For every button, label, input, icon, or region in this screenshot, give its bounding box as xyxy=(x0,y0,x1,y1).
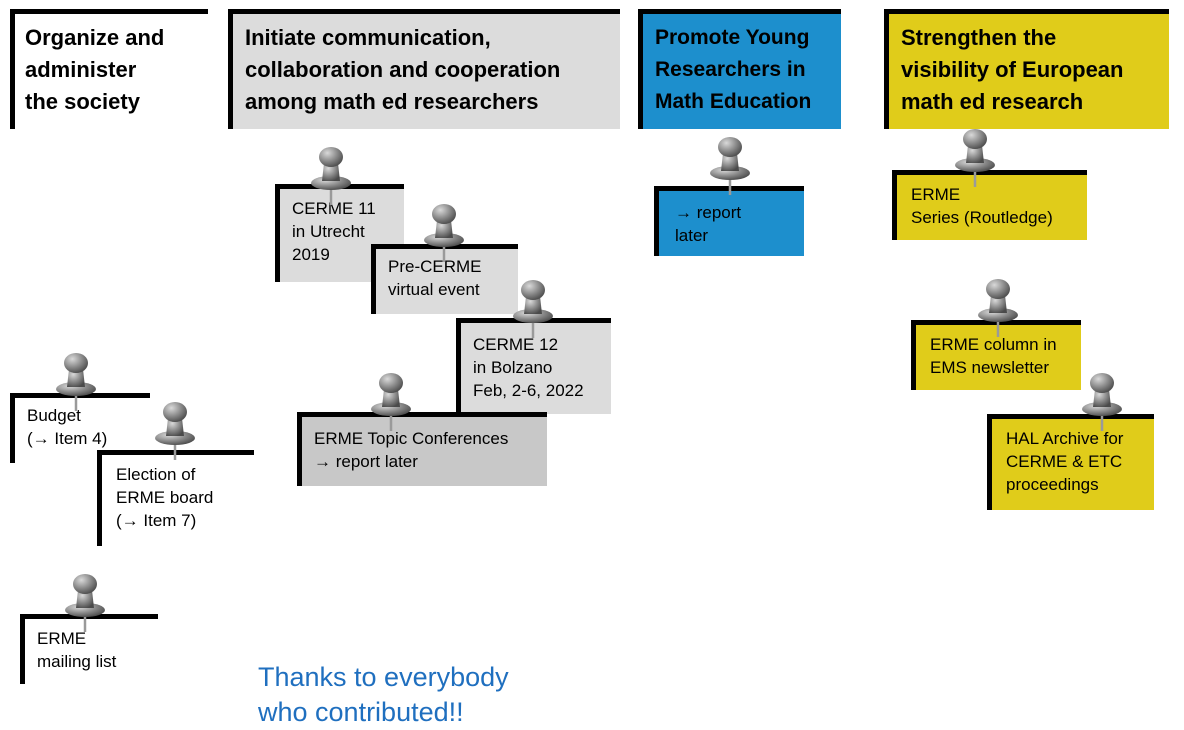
note-hal-archive-label: HAL Archive for CERME & ETC proceedings xyxy=(1006,429,1124,494)
note-election-label: Election of ERME board (→ Item 7) xyxy=(116,465,214,530)
thanks-message: Thanks to everybody who contributed!! xyxy=(258,662,509,727)
note-ems-column: ERME column in EMS newsletter xyxy=(911,320,1081,390)
header-promote: Promote Young Researchers in Math Educat… xyxy=(638,9,841,129)
header-initiate: Initiate communication, collaboration an… xyxy=(228,9,620,129)
header-initiate-label: Initiate communication, collaboration an… xyxy=(245,25,561,114)
note-cerme11-label: CERME 11 in Utrecht 2019 xyxy=(292,199,376,264)
note-ems-column-label: ERME column in EMS newsletter xyxy=(930,335,1057,377)
note-topic-conferences-label: ERME Topic Conferences → report later xyxy=(314,429,509,471)
note-young-report-label: → report later xyxy=(675,203,742,245)
pushpin-icon xyxy=(62,572,108,632)
pushpin-icon xyxy=(952,127,998,187)
note-mailing-list-label: ERME mailing list xyxy=(37,629,117,671)
pushpin-icon xyxy=(975,277,1021,337)
pushpin-icon xyxy=(53,351,99,411)
header-organize: Organize and administer the society xyxy=(10,9,208,129)
note-erme-series-label: ERME Series (Routledge) xyxy=(911,185,1053,227)
note-hal-archive: HAL Archive for CERME & ETC proceedings xyxy=(987,414,1154,510)
note-erme-series: ERME Series (Routledge) xyxy=(892,170,1087,240)
pushpin-icon xyxy=(308,145,354,205)
note-election: Election of ERME board (→ Item 7) xyxy=(97,450,254,546)
pushpin-icon xyxy=(510,278,556,338)
note-pre-cerme-label: Pre-CERME virtual event xyxy=(388,257,482,299)
header-promote-label: Promote Young Researchers in Math Educat… xyxy=(655,26,812,113)
note-cerme12-label: CERME 12 in Bolzano Feb, 2-6, 2022 xyxy=(473,335,584,400)
note-topic-conferences: ERME Topic Conferences → report later xyxy=(297,412,547,486)
pushpin-icon xyxy=(707,135,753,195)
pushpin-icon xyxy=(421,202,467,262)
note-budget-label: Budget (→ Item 4) xyxy=(27,406,108,448)
pushpin-icon xyxy=(1079,371,1125,431)
header-strengthen-label: Strengthen the visibility of European ma… xyxy=(901,25,1124,114)
header-strengthen: Strengthen the visibility of European ma… xyxy=(884,9,1169,129)
pushpin-icon xyxy=(152,400,198,460)
note-young-report: → report later xyxy=(654,186,804,256)
header-organize-label: Organize and administer the society xyxy=(25,25,165,114)
pushpin-icon xyxy=(368,371,414,431)
